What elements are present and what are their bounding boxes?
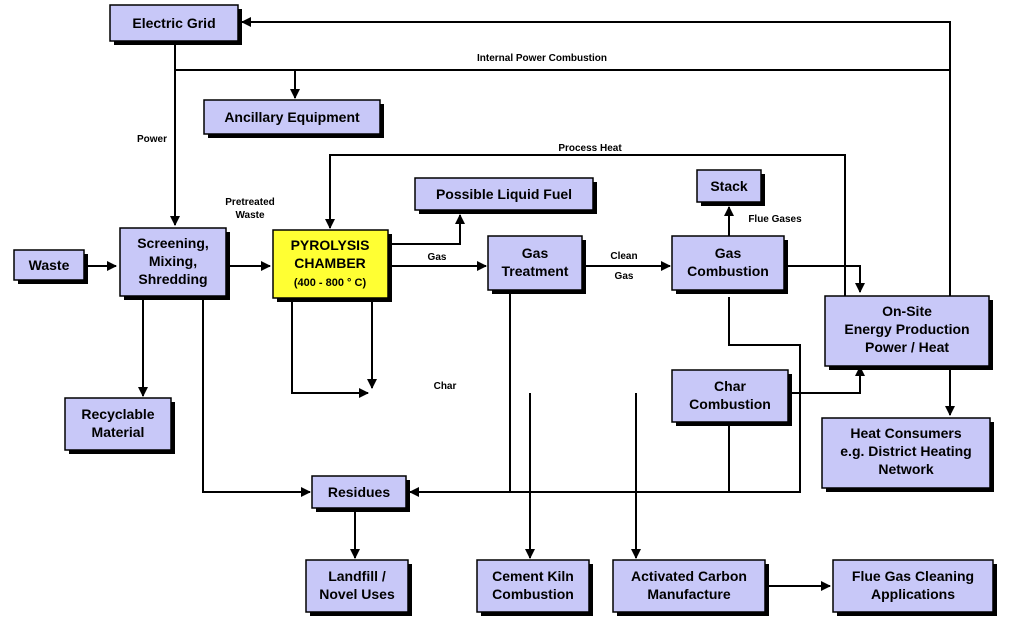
label-internal-power: Internal Power Combustion [477,53,607,64]
label-pretreated: Pretreated [225,197,274,208]
pyrolysis-line-1: PYROLYSIS [291,237,370,253]
heat-consumers-line-2: e.g. District Heating [840,443,971,459]
char-combustion-line-2: Combustion [689,396,771,412]
pyrolysis-highlight [272,229,389,299]
arrow-onsite-to-electric-grid [241,17,951,297]
pyrolysis-chamber-box: PYROLYSIS CHAMBER (400 - 800 ° C) [272,229,392,302]
label-clean: Clean [610,251,637,262]
waste-box: Waste [13,249,88,284]
pyrolysis-line-3: (400 - 800 ° C) [294,277,367,289]
gas-treatment-box: Gas Treatment [487,235,586,294]
cement-kiln-line-2: Combustion [492,586,574,602]
flow-labels: Internal Power Combustion Power Pretreat… [137,53,802,392]
activated-carbon-box: Activated Carbon Manufacture [612,559,769,616]
flue-gas-cleaning-box: Flue Gas Cleaning Applications [832,559,997,616]
arrow-combustion-to-onsite [786,265,865,293]
onsite-line-3: Power / Heat [865,339,949,355]
residues-line-1: Residues [328,484,390,500]
electric-grid-line-1: Electric Grid [132,15,215,31]
screening-box: Screening, Mixing, Shredding [119,227,230,300]
gas-combustion-line-1: Gas [715,245,742,261]
activated-carbon-line-2: Manufacture [647,586,730,602]
line-combustion-to-residues [409,297,801,497]
char-combustion-line-1: Char [714,378,746,394]
landfill-box: Landfill / Novel Uses [305,559,412,616]
label-process-heat: Process Heat [558,143,622,154]
heat-consumers-line-1: Heat Consumers [850,425,961,441]
recyclable-line-1: Recyclable [81,406,154,422]
heat-consumers-line-3: Network [878,461,933,477]
gas-combustion-box: Gas Combustion [671,235,788,294]
onsite-energy-box: On-Site Energy Production Power / Heat [824,295,993,370]
label-waste-word: Waste [235,210,265,221]
connectors [86,17,955,591]
screening-line-1: Screening, [137,235,209,251]
arrow-process-heat [325,154,846,297]
heat-consumers-box: Heat Consumers e.g. District Heating Net… [821,417,994,492]
ancillary-equipment-box: Ancillary Equipment [203,99,384,138]
screening-line-2: Mixing, [149,253,197,269]
label-gas: Gas [428,252,447,263]
cement-kiln-line-1: Cement Kiln [492,568,574,584]
screening-line-3: Shredding [138,271,207,287]
pyrolysis-line-2: CHAMBER [294,255,366,271]
label-flue-gases: Flue Gases [748,214,802,225]
landfill-line-1: Landfill / [328,568,386,584]
gas-treatment-line-1: Gas [522,245,549,261]
liquid-fuel-line-1: Possible Liquid Fuel [436,186,572,202]
flue-gas-line-2: Applications [871,586,955,602]
cement-kiln-box: Cement Kiln Combustion [476,559,593,616]
char-combustion-box: Char Combustion [671,369,792,426]
stack-box: Stack [696,169,765,206]
arrow-pyrolysis-to-liquid-fuel [390,214,465,245]
arrow-char-combustion-to-onsite [790,366,865,394]
waste-line-1: Waste [29,257,70,273]
label-char: Char [434,381,457,392]
residues-box: Residues [311,475,410,512]
arrow-char-to-char-combustion [291,300,369,398]
label-clean-gas: Gas [615,271,634,282]
flue-gas-line-1: Flue Gas Cleaning [852,568,974,584]
liquid-fuel-box: Possible Liquid Fuel [414,177,597,214]
recyclable-line-2: Material [92,424,145,440]
gas-treatment-line-2: Treatment [502,263,569,279]
label-power: Power [137,134,167,145]
recyclable-material-box: Recyclable Material [64,397,175,454]
activated-carbon-line-1: Activated Carbon [631,568,747,584]
electric-grid-box: Electric Grid [109,4,242,45]
onsite-line-1: On-Site [882,303,932,319]
onsite-line-2: Energy Production [844,321,969,337]
stack-line-1: Stack [710,178,748,194]
gas-combustion-line-2: Combustion [687,263,769,279]
landfill-line-2: Novel Uses [319,586,395,602]
arrow-screening-to-residues [202,297,311,497]
process-boxes: Electric Grid Ancillary Equipment Waste … [13,4,997,616]
ancillary-line-1: Ancillary Equipment [224,109,360,125]
